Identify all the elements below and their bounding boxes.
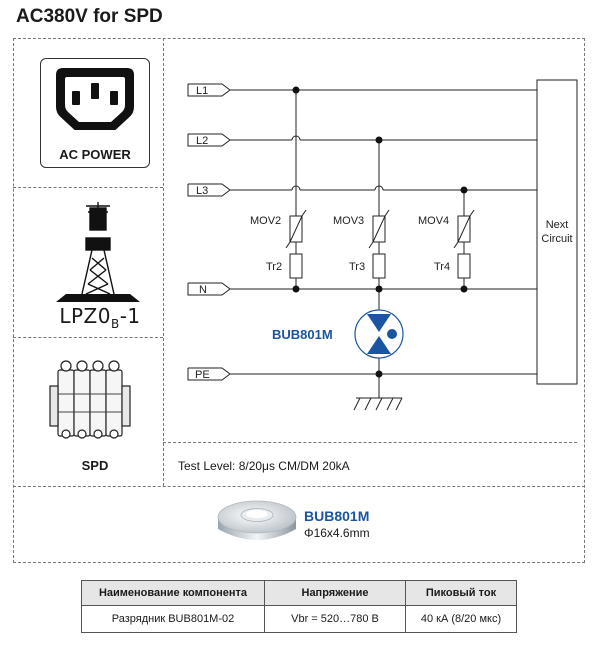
circuit-schematic: L1 L2 L3 N PE MOV2 MOV3 MOV4 Tr2 Tr3 Tr4… <box>187 79 578 411</box>
lpz-label: LPZ0B-1 <box>59 304 141 331</box>
product-size: Φ16x4.6mm <box>304 526 370 540</box>
table-header: Напряжение <box>264 580 406 606</box>
line-label-n: N <box>199 284 207 296</box>
arrester-label: BUB801M <box>272 327 333 342</box>
ac-power-panel: AC POWER <box>40 58 150 168</box>
line-tag-n <box>187 282 231 296</box>
line-tag-l3 <box>187 183 231 197</box>
panel-divider <box>13 337 163 338</box>
spd-label: SPD <box>81 458 109 473</box>
table-cell: 40 кА (8/20 мкс) <box>405 605 517 633</box>
panel-divider <box>13 187 163 188</box>
line-label-l3: L3 <box>196 185 208 197</box>
diagram-frame <box>13 38 585 563</box>
spec-table: Наименование компонента Напряжение Пиков… <box>81 580 517 633</box>
arrester-product-image <box>217 500 297 540</box>
table-cell: Vbr = 520…780 В <box>264 605 406 633</box>
spd-module-icon <box>49 360 131 439</box>
tr-label: Tr3 <box>349 261 365 273</box>
line-label-pe: PE <box>195 369 210 381</box>
product-name: BUB801M <box>304 508 370 524</box>
mov-label: MOV4 <box>418 215 449 227</box>
power-socket-icon <box>56 68 134 130</box>
table-header-row: Наименование компонента Напряжение Пиков… <box>81 580 517 606</box>
line-label-l2: L2 <box>196 135 208 147</box>
next-circuit-label: Next <box>546 219 569 231</box>
product-divider <box>13 486 585 487</box>
line-label-l1: L1 <box>196 85 208 97</box>
mov-label: MOV3 <box>333 215 364 227</box>
next-circuit-box <box>536 79 578 385</box>
test-level-divider <box>163 442 577 443</box>
tr-label: Tr2 <box>266 261 282 273</box>
table-header: Наименование компонента <box>81 580 265 606</box>
tr-label: Tr4 <box>434 261 450 273</box>
table-row: Разрядник BUB801M-02 Vbr = 520…780 В 40 … <box>81 605 517 633</box>
tower-icon <box>56 202 140 302</box>
table-cell: Разрядник BUB801M-02 <box>81 605 265 633</box>
line-tag-l1 <box>187 83 231 97</box>
panel-divider <box>163 38 164 486</box>
mov-label: MOV2 <box>250 215 281 227</box>
ac-power-label: AC POWER <box>59 147 131 162</box>
page-title: AC380V for SPD <box>16 6 163 27</box>
next-circuit-label: Circuit <box>541 233 572 245</box>
gas-discharge-arrester-icon <box>354 309 404 359</box>
line-tag-l2 <box>187 133 231 147</box>
test-level-text: Test Level: 8/20μs CM/DM 20kA <box>178 459 350 473</box>
table-header: Пиковый ток <box>405 580 517 606</box>
line-tag-pe <box>187 367 231 381</box>
